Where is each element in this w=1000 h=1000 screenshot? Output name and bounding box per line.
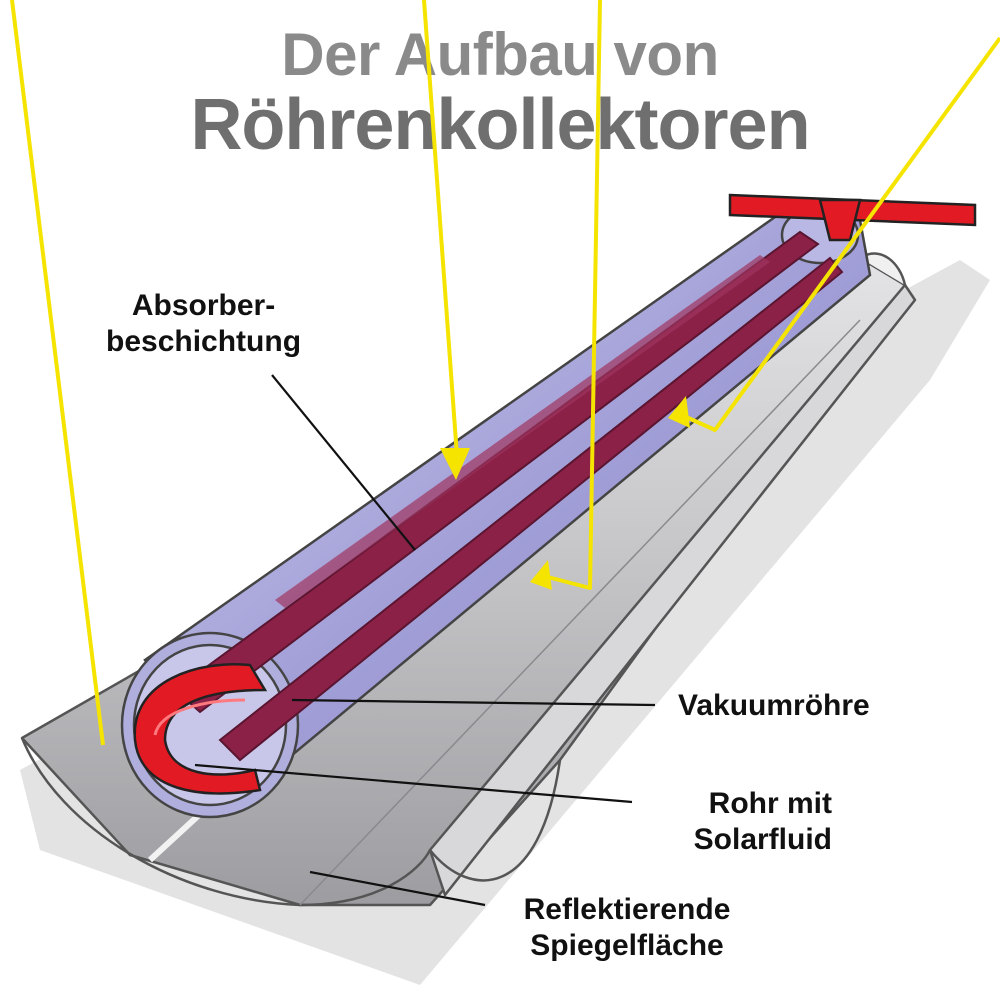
label-mirror-line-2: Spiegelfläche <box>530 929 724 962</box>
arrowhead-left-1 <box>530 560 552 590</box>
label-solar-fluid-pipe: Rohr mit Solarfluid <box>642 786 832 858</box>
label-absorber-coating: Absorber- beschichtung <box>106 288 301 360</box>
sun-ray-1 <box>10 0 105 746</box>
sun-ray-2 <box>422 0 460 471</box>
label-mirror-line-1: Reflektierende <box>523 893 731 926</box>
absorber-coating <box>173 230 844 762</box>
leader-lines <box>194 374 656 907</box>
title-line-2: Röhrenkollektoren <box>190 85 810 165</box>
label-vacuum-tube: Vakuumröhre <box>678 688 870 724</box>
solar-fluid-pipe <box>133 193 977 795</box>
arrowhead-down <box>440 448 470 480</box>
label-absorber-line-1: Absorber- <box>131 289 276 322</box>
arrowhead-left-2 <box>668 396 690 428</box>
label-pipe-line-2: Solarfluid <box>693 823 832 856</box>
sun-ray-3 <box>539 0 602 590</box>
label-absorber-line-2: beschichtung <box>106 325 302 358</box>
label-reflective-mirror: Reflektierende Spiegelfläche <box>497 892 757 964</box>
label-vacuum-text: Vakuumröhre <box>678 689 870 722</box>
label-pipe-line-1: Rohr mit <box>708 787 832 820</box>
leader-mirror <box>309 870 486 907</box>
leader-vacuum <box>291 698 656 707</box>
leader-pipe <box>194 763 633 804</box>
title-line-1: Der Aufbau von <box>281 21 719 88</box>
leader-absorber <box>271 374 416 551</box>
sun-ray-arrowheads <box>440 396 690 590</box>
